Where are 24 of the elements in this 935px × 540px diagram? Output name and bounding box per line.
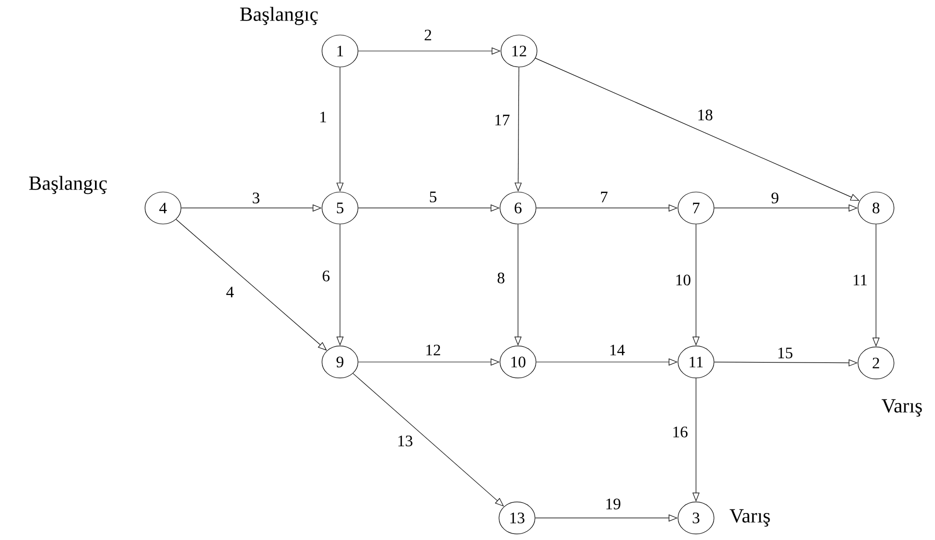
edge-label: 2 <box>423 28 433 42</box>
edge-label: 6 <box>321 270 331 282</box>
edge-label: 13 <box>396 434 414 448</box>
edge-label: 7 <box>599 190 609 204</box>
node-caption: Başlangıç <box>29 176 107 194</box>
edge-label: 17 <box>493 114 511 126</box>
edge-label: 14 <box>608 344 626 356</box>
edge-label: 8 <box>496 272 506 284</box>
edge-label: 4 <box>225 286 235 298</box>
node-caption: Varış <box>882 399 922 417</box>
edge-label: 3 <box>251 192 261 204</box>
node-caption: Başlangıç <box>240 6 318 26</box>
edge-label: 18 <box>696 108 714 122</box>
edge-label: 5 <box>428 190 438 204</box>
edge-label: 9 <box>770 192 780 204</box>
arrow <box>352 373 504 506</box>
edge-label: 19 <box>604 498 622 510</box>
edge-label: 15 <box>776 346 794 360</box>
edge-label: 1 <box>318 110 328 124</box>
edge-label: 12 <box>424 344 442 356</box>
edge-label: 16 <box>671 426 689 438</box>
node-caption: Varış <box>730 509 770 527</box>
edge-label: 10 <box>674 274 692 286</box>
edge-label: 11 <box>851 274 869 286</box>
